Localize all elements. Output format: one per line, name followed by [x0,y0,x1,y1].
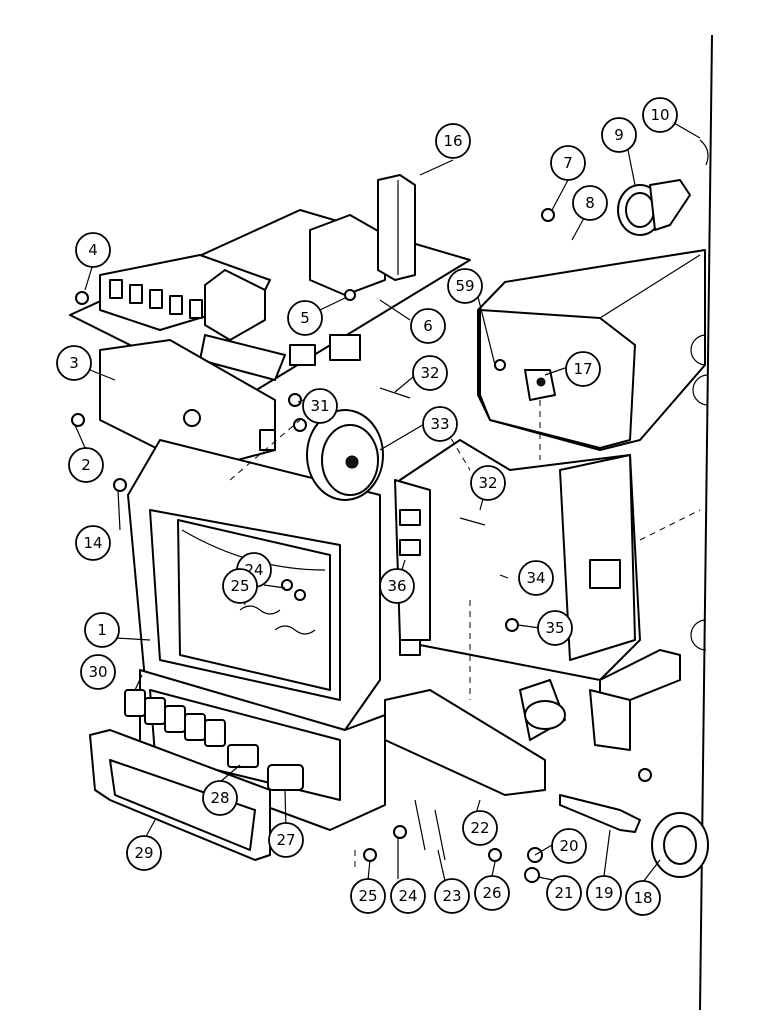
svg-text:6: 6 [423,317,433,335]
control-buttons [124,689,226,747]
svg-text:5: 5 [300,309,310,327]
svg-text:25: 25 [230,577,249,595]
callout-6: 6 [410,308,446,344]
svg-text:21: 21 [554,884,573,902]
callout-22: 22 [462,810,498,846]
callout-24-lower: 24 [390,878,426,914]
svg-text:1: 1 [97,621,107,639]
svg-text:19: 19 [594,884,613,902]
svg-text:18: 18 [633,889,652,907]
edge-callout-lower [690,619,707,651]
callout-21: 21 [546,875,582,911]
svg-text:25: 25 [358,887,377,905]
svg-text:36: 36 [387,577,406,595]
side-bracket [99,339,276,471]
svg-text:31: 31 [310,397,329,415]
callout-19: 19 [586,875,622,911]
callout-32-lower: 32 [470,465,506,501]
callout-31: 31 [302,388,338,424]
callout-20: 20 [551,828,587,864]
chassis-frame [394,439,641,681]
slide-switch [227,744,259,768]
callout-7: 7 [550,145,586,181]
svg-text:3: 3 [69,354,79,372]
svg-text:10: 10 [650,106,669,124]
callout-10: 10 [642,97,678,133]
bottom-bracket [384,679,566,796]
svg-text:23: 23 [442,887,461,905]
callout-9: 9 [601,117,637,153]
svg-text:7: 7 [563,154,573,172]
tuning-pulley [306,409,384,501]
small-screws-springs [71,208,652,883]
callout-16: 16 [435,123,471,159]
callout-25-lower: 25 [350,878,386,914]
svg-text:9: 9 [614,126,624,144]
callout-35: 35 [537,610,573,646]
svg-text:26: 26 [482,884,501,902]
rotary-knob [267,764,304,791]
svg-text:34: 34 [526,569,545,587]
callout-59: 59 [447,268,483,304]
svg-text:4: 4 [88,241,98,259]
callout-17: 17 [565,351,601,387]
svg-text:35: 35 [545,619,564,637]
picture-tube [477,249,706,451]
control-shaft [559,794,641,833]
callout-33: 33 [422,406,458,442]
callout-1: 1 [84,612,120,648]
callout-25-upper: 25 [222,568,258,604]
callout-5: 5 [287,300,323,336]
assembly-guide-lines [229,400,701,870]
svg-text:33: 33 [430,415,449,433]
callout-2: 2 [68,447,104,483]
callout-14: 14 [75,525,111,561]
svg-text:2: 2 [81,456,91,474]
edge-callout-upper [690,334,707,366]
shaft-assembly-right [589,649,681,751]
svg-text:27: 27 [276,831,295,849]
svg-text:32: 32 [478,474,497,492]
callout-30: 30 [80,654,116,690]
callout-23: 23 [434,878,470,914]
callout-4: 4 [75,232,111,268]
svg-text:59: 59 [455,277,474,295]
svg-text:16: 16 [443,132,462,150]
svg-text:14: 14 [83,534,102,552]
svg-text:17: 17 [573,360,592,378]
svg-text:24: 24 [398,887,417,905]
svg-text:22: 22 [470,819,489,837]
callout-34: 34 [518,560,554,596]
flyback-transformer [309,174,416,296]
svg-text:8: 8 [585,194,595,212]
callout-18: 18 [625,880,661,916]
callout-27: 27 [268,822,304,858]
callout-3: 3 [56,345,92,381]
svg-text:32: 32 [420,364,439,382]
svg-text:20: 20 [559,837,578,855]
callout-36: 36 [379,568,415,604]
callout-29: 29 [126,835,162,871]
callout-32-upper: 32 [412,355,448,391]
callout-26: 26 [474,875,510,911]
svg-text:30: 30 [88,663,107,681]
control-knob [651,812,709,878]
callout-28: 28 [202,780,238,816]
svg-text:29: 29 [134,844,153,862]
edge-callout-middle [692,374,709,406]
callout-8: 8 [572,185,608,221]
svg-text:28: 28 [210,789,229,807]
deflection-yoke [617,139,709,236]
